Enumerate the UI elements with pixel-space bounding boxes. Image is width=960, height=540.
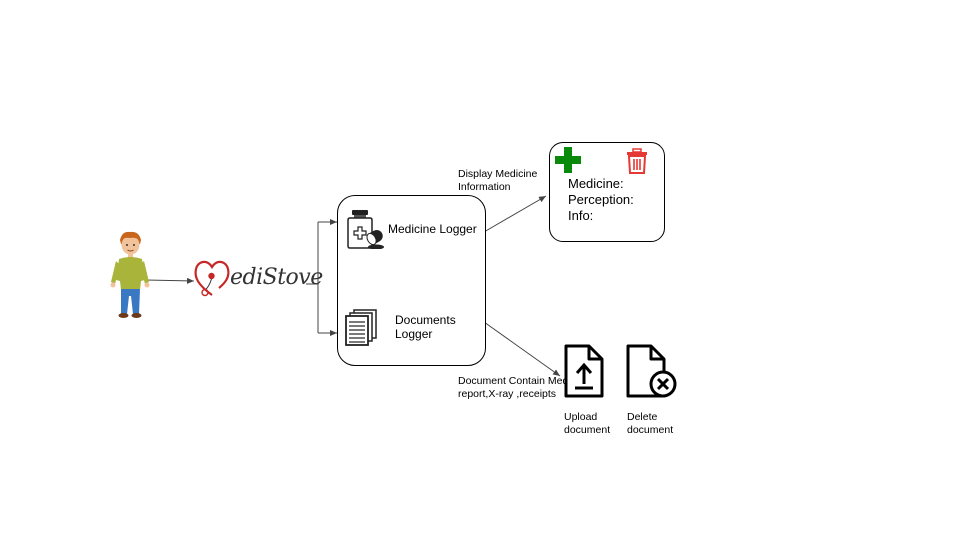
delete-document-icon[interactable] [625,344,679,400]
medicine-logger-label: Medicine Logger [388,222,477,236]
card-field-perception: Perception: [568,192,634,207]
medistove-logo: ediStove [192,255,323,303]
user-to-logo-arrow [145,277,195,284]
documents-to-actions-arrow [483,321,561,377]
documents-logger-label: Documents Logger [395,313,456,341]
logo-text: ediStove [230,265,323,290]
user-person-icon [110,231,150,318]
upload-document-label: Upload document [564,411,611,436]
trash-icon[interactable] [626,148,648,174]
medicine-bottle-icon [347,210,384,249]
add-icon[interactable] [554,146,582,174]
medicine-to-card-arrow [483,195,547,233]
delete-document-label: Delete document [627,411,674,436]
card-field-info: Info: [568,208,594,223]
documents-stack-icon [345,309,377,346]
heart-stethoscope-icon [194,260,230,297]
card-field-medicine: Medicine: [568,176,624,191]
display-info-label: Display Medicine Information [458,168,538,193]
upload-document-icon[interactable] [563,344,605,398]
